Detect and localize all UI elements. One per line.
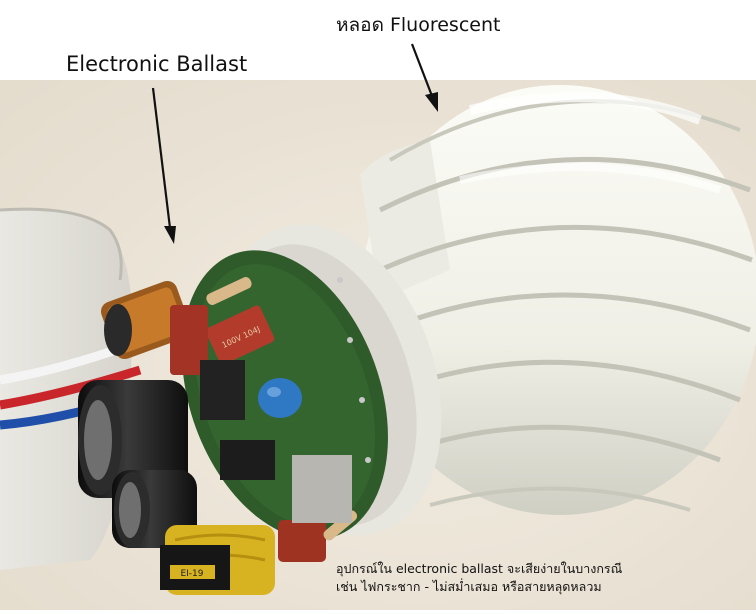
arrow-to-tube (410, 43, 438, 112)
caption-line-2: เช่น ไฟกระชาก - ไม่สม่ำเสมอ หรือสายหลุดห… (336, 579, 602, 594)
yellow-transformer: EI-19 (160, 525, 275, 595)
fluorescent-tube-label: หลอด Fluorescent (336, 14, 501, 36)
inductor-coil (100, 280, 192, 360)
red-capacitor-3 (278, 520, 326, 562)
transistor (220, 440, 275, 480)
red-capacitor-2 (170, 305, 208, 375)
blue-capacitor (258, 378, 302, 418)
transformer-marking: EI-19 (180, 569, 203, 579)
arrow-to-ballast (151, 87, 176, 244)
resistor (206, 277, 252, 305)
electronic-ballast-label: Electronic Ballast (66, 52, 248, 76)
transistor-2 (200, 360, 245, 420)
red-capacitor: 100V 104J (205, 305, 275, 365)
fluorescent-tube (360, 85, 756, 515)
caption: อุปกรณ์ใน electronic ballast จะเสียง่ายใ… (336, 560, 746, 596)
electrolytic-capacitor (78, 380, 188, 498)
caption-line-1: อุปกรณ์ใน electronic ballast จะเสียง่ายใ… (336, 561, 623, 576)
grey-component (292, 455, 352, 523)
